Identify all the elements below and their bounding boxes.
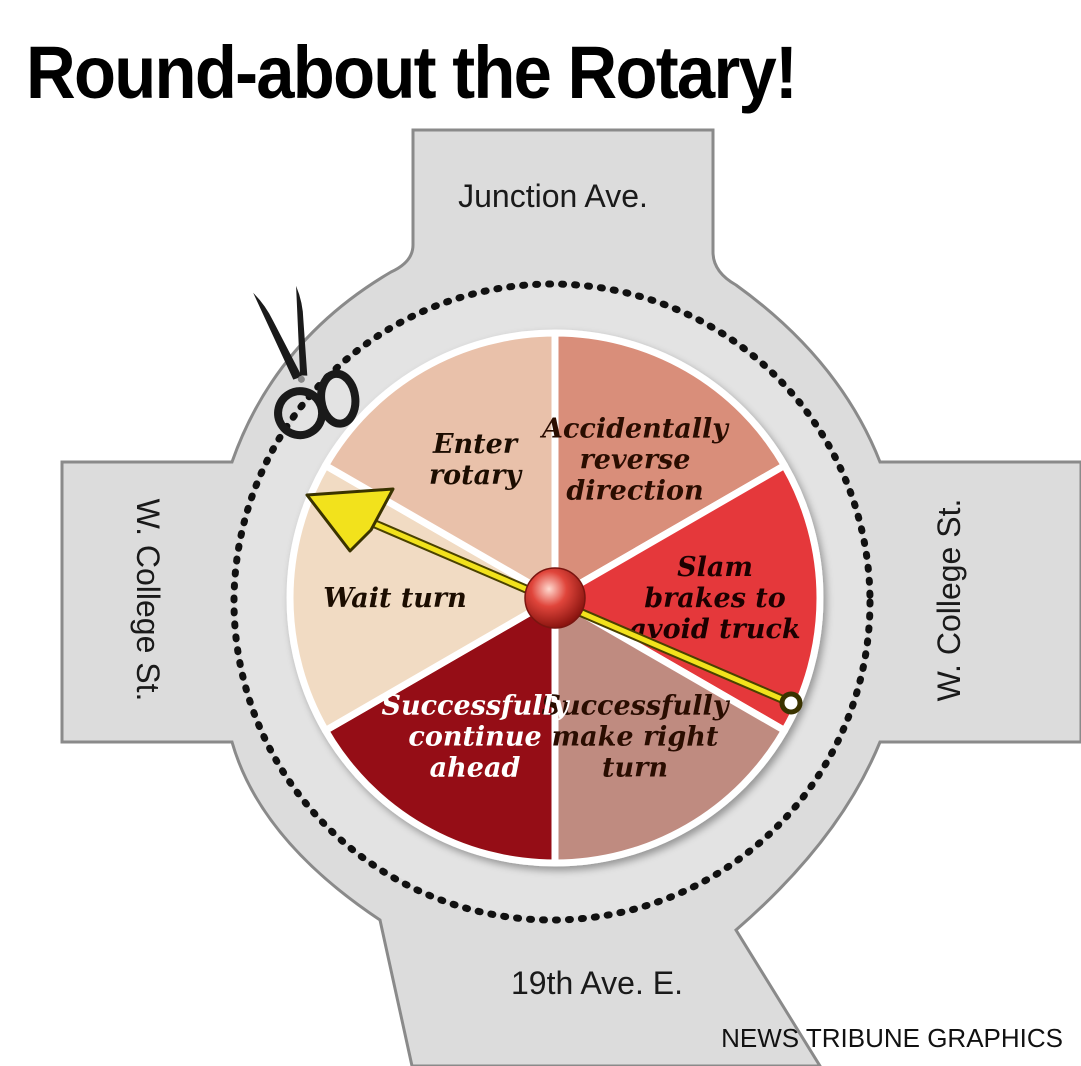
- road-label-south: 19th Ave. E.: [511, 965, 683, 1001]
- wheel-segment-label-line: Slam: [677, 552, 753, 583]
- road-label-north: Junction Ave.: [458, 178, 648, 214]
- pointer-shaft-fill: [372, 521, 794, 706]
- wheel-segment-label-line: Successfully: [381, 691, 570, 722]
- wheel-segment-label-line: turn: [602, 753, 668, 784]
- wheel-segment-label-line: reverse: [580, 444, 691, 475]
- road-label-west: W. College St.: [130, 499, 166, 702]
- spinner-pointer: [305, 487, 803, 715]
- wheel-segment: [551, 594, 788, 867]
- rotary-dotted-ring: [230, 280, 874, 924]
- page-title: Round-about the Rotary!: [26, 32, 798, 115]
- wheel-segment-label-line: make right: [552, 722, 719, 753]
- scissors-icon: [253, 285, 360, 440]
- wheel-segment: [322, 329, 559, 602]
- pointer-arrowhead: [305, 487, 395, 553]
- wheel-segment: [322, 594, 559, 867]
- road-label-east: W. College St.: [931, 499, 967, 702]
- wheel-hub: [524, 567, 586, 629]
- wheel-segment-label-line: Wait turn: [323, 583, 467, 614]
- wheel-segment: [551, 329, 788, 602]
- pointer-tail-ring: [779, 691, 803, 715]
- wheel-segment-label-line: Accidentally: [539, 413, 730, 444]
- wheel-segment-label-line: avoid truck: [629, 614, 800, 645]
- wheel-segment-label: Wait turn: [323, 583, 467, 614]
- graphics-credit: NEWS TRIBUNE GRAPHICS: [721, 1023, 1063, 1053]
- wheel-segment-label-line: Enter: [432, 429, 519, 460]
- wheel-segment-label-line: continue: [408, 722, 541, 753]
- wheel-segment-label-line: rotary: [429, 460, 523, 491]
- wheel-segment-label-line: brakes to: [644, 583, 786, 614]
- wheel-segment-label-line: Successfully: [541, 691, 730, 722]
- wheel-segment-label-line: ahead: [430, 753, 521, 784]
- wheel-segment-label-line: direction: [566, 475, 703, 506]
